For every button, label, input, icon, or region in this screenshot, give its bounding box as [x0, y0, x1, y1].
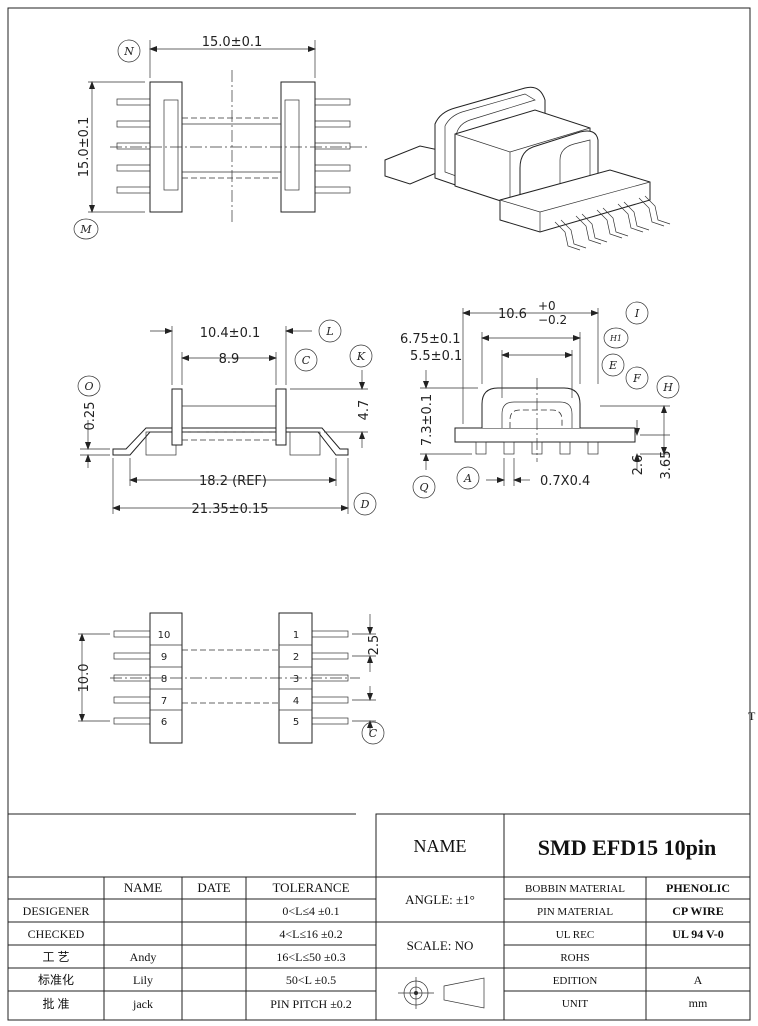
- end-view: 10.6 +0 −0.2 6.75±0.1 5.5±0.1 I H1 E F H…: [400, 299, 680, 499]
- side-offset-dim: 0.25: [83, 402, 98, 431]
- drawing-title: SMD EFD15 10pin: [538, 835, 716, 860]
- top-view: 15.0±0.1 N 15.0±0.1 M: [73, 35, 370, 240]
- pin-label-3: 3: [293, 674, 299, 685]
- col-date-header: DATE: [197, 880, 230, 895]
- prop-value: mm: [689, 996, 708, 1010]
- prop-value: A: [694, 973, 703, 987]
- ref-e-label: E: [608, 359, 617, 372]
- pin-label-5: 5: [293, 717, 299, 728]
- pin-label-6: 6: [161, 717, 167, 728]
- row-role: 工 艺: [42, 950, 69, 964]
- row-role: 标准化: [38, 973, 74, 987]
- pin-label-4: 4: [293, 696, 299, 707]
- drawing-frame: [7, 7, 751, 1021]
- pin-label-10: 10: [158, 630, 171, 641]
- name-label: NAME: [414, 836, 467, 856]
- angle-label: ANGLE: ±1°: [405, 892, 475, 907]
- prop-value: CP WIRE: [672, 904, 723, 918]
- ref-o-label: O: [84, 380, 93, 393]
- end-365-dim: 3.65: [659, 451, 674, 480]
- ref-c-label: C: [302, 354, 311, 367]
- bottom-view: 10 9 8 7 6 1 2 3 4 5 10.0 2.5 C: [77, 612, 385, 745]
- row-name: jack: [132, 997, 153, 1011]
- ref-m-label: M: [79, 223, 92, 236]
- pin-label-1: 1: [293, 630, 299, 641]
- ref-c-bottom-label: C: [369, 727, 378, 740]
- edge-glyph: T: [748, 709, 756, 723]
- ref-n-label: N: [123, 45, 134, 58]
- bottom-height-dim: 10.0: [77, 664, 92, 693]
- prop-value: PHENOLIC: [666, 881, 730, 895]
- row-name: Lily: [133, 973, 153, 987]
- col-name-header: NAME: [124, 880, 162, 895]
- side-ref-dim: 18.2 (REF): [199, 474, 267, 489]
- side-inner-dim: 8.9: [219, 352, 240, 367]
- pin-label-2: 2: [293, 652, 299, 663]
- prop-label: PIN MATERIAL: [537, 906, 613, 918]
- end-55-dim: 5.5±0.1: [410, 349, 462, 364]
- end-675-dim: 6.75±0.1: [400, 332, 461, 347]
- prop-label: UL REC: [556, 929, 594, 941]
- row-tolerance: PIN PITCH ±0.2: [270, 997, 352, 1011]
- side-total-dim: 21.35±0.15: [191, 502, 268, 517]
- prop-label: BOBBIN MATERIAL: [525, 883, 625, 895]
- ref-f-label: F: [632, 372, 641, 385]
- prop-label: ROHS: [560, 952, 589, 964]
- ref-a-label: A: [463, 472, 472, 485]
- side-height-dim: 4.7: [357, 400, 372, 421]
- end-pin-dim: 0.7X0.4: [540, 474, 590, 489]
- ref-i-label: I: [634, 307, 640, 320]
- row-role: DESIGENER: [23, 904, 90, 918]
- row-tolerance: 50<L ±0.5: [286, 973, 336, 987]
- ref-h1-label: H1: [609, 334, 622, 343]
- end-73-dim: 7.3±0.1: [420, 394, 435, 446]
- ref-k-label: K: [356, 350, 366, 363]
- ref-q-label: Q: [419, 481, 428, 494]
- pin-label-9: 9: [161, 652, 167, 663]
- row-name: Andy: [130, 950, 157, 964]
- prop-label: EDITION: [553, 975, 598, 987]
- row-role: CHECKED: [28, 927, 85, 941]
- isometric-view: [384, 86, 671, 251]
- prop-value: UL 94 V-0: [672, 927, 724, 941]
- end-26-dim: 2.6: [631, 455, 646, 476]
- projection-symbol-icon: [398, 977, 485, 1009]
- scale-label: SCALE: NO: [407, 938, 474, 953]
- top-width-dim: 15.0±0.1: [202, 35, 263, 50]
- end-top-dim: 10.6: [498, 307, 527, 322]
- ref-d-label: D: [360, 498, 370, 511]
- row-tolerance: 16<L≤50 ±0.3: [276, 950, 345, 964]
- pin-label-7: 7: [161, 696, 167, 707]
- title-block: NAME SMD EFD15 10pin NAME DATE TOLERANCE…: [7, 813, 751, 1021]
- prop-label: UNIT: [562, 998, 589, 1010]
- ref-l-label: L: [325, 325, 333, 338]
- bottom-pitch-dim: 2.5: [367, 635, 382, 656]
- row-tolerance: 0<L≤4 ±0.1: [282, 904, 339, 918]
- side-view: 10.4±0.1 L 8.9 C 4.7 K 0.25 O 18.2 (REF)…: [77, 319, 377, 517]
- end-top-minus: −0.2: [538, 313, 567, 327]
- top-height-dim: 15.0±0.1: [77, 117, 92, 178]
- end-top-plus: +0: [538, 299, 556, 313]
- col-tolerance-header: TOLERANCE: [272, 880, 349, 895]
- row-role: 批 准: [42, 996, 69, 1011]
- row-tolerance: 4<L≤16 ±0.2: [279, 927, 342, 941]
- pin-label-8: 8: [161, 674, 167, 685]
- side-width-dim: 10.4±0.1: [200, 326, 261, 341]
- ref-h-label: H: [662, 381, 673, 394]
